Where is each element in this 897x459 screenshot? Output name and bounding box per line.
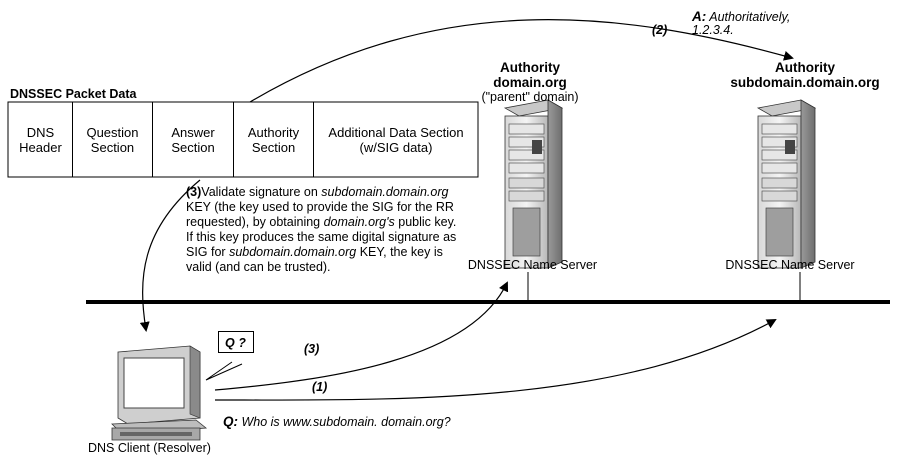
cell-line: Authority xyxy=(247,124,300,140)
sub-server-icon xyxy=(756,99,817,269)
cell-line: Question xyxy=(86,124,139,140)
validate-l5a: SIG for xyxy=(186,245,230,259)
answer-text-1: Authoritatively, xyxy=(709,10,791,24)
validate-l6: valid (and can be trusted). xyxy=(186,260,331,274)
parent-server-subtitle: ("parent" domain) xyxy=(481,90,579,104)
answer-annotation: A: Authoritatively, xyxy=(692,9,790,24)
query-callout-pointer xyxy=(205,361,243,381)
validate-step: (3) xyxy=(186,185,202,199)
query-box: Q ? xyxy=(218,331,254,353)
arrow-step-2 xyxy=(249,19,794,103)
cell-line: (w/SIG data) xyxy=(359,139,433,155)
sub-server-heading-1: Authority xyxy=(775,60,835,75)
answer-prefix: A: xyxy=(692,9,707,24)
packet-box xyxy=(7,101,479,178)
cell-line: Header xyxy=(19,139,62,155)
cell-line: Section xyxy=(171,139,215,155)
validate-l1b: subdomain.domain.org xyxy=(321,185,449,199)
parent-server-heading-1: Authority xyxy=(500,60,560,75)
parent-server-label: DNSSEC Name Server xyxy=(467,258,598,272)
validate-l3: requested), by obtaining xyxy=(186,215,324,229)
cell-line: DNS xyxy=(26,124,55,140)
answer-text-2: 1.2.3.4. xyxy=(692,23,734,37)
cell-line: Section xyxy=(251,139,296,155)
validate-l2: KEY (the key used to provide the SIG for… xyxy=(186,200,454,214)
validate-l4: If this key produces the same digital si… xyxy=(186,230,457,244)
step-1-label: (1) xyxy=(312,380,328,394)
sub-server-heading-2: subdomain.domain.org xyxy=(730,75,880,90)
question-annotation: Q: Who is www.subdomain. domain.org? xyxy=(223,414,451,429)
arrow-step-3 xyxy=(214,281,509,391)
parent-server-heading-2: domain.org xyxy=(493,75,567,90)
question-prefix: Q: xyxy=(223,414,238,429)
cell-line: Additional Data Section xyxy=(328,124,464,140)
client-computer-icon xyxy=(111,345,208,441)
cell-line: Section xyxy=(90,139,135,155)
packet-cell-additional: Additional Data Section(w/SIG data) xyxy=(314,102,478,177)
validate-paragraph: (3)Validate signature on subdomain.domai… xyxy=(186,185,456,275)
arrow-step-1 xyxy=(214,319,777,401)
validate-l5b: subdomain.domain.org xyxy=(229,245,357,259)
arrow-packet-to-client xyxy=(139,179,201,332)
step-2-label: (2) xyxy=(652,23,668,37)
sub-server-label: DNSSEC Name Server xyxy=(725,258,855,272)
validate-l1a: Validate signature on xyxy=(201,185,322,199)
cell-line: Answer xyxy=(171,124,215,140)
parent-server-icon xyxy=(503,99,564,269)
question-text: Who is www.subdomain. domain.org? xyxy=(241,415,451,429)
step-3-label: (3) xyxy=(304,342,320,356)
client-label: DNS Client (Resolver) xyxy=(88,441,211,455)
validate-l3c: public key. xyxy=(394,215,457,229)
validate-l5c: KEY, the key is xyxy=(356,245,443,259)
packet-title: DNSSEC Packet Data xyxy=(10,87,137,101)
validate-l3b: domain.org's xyxy=(323,215,395,229)
